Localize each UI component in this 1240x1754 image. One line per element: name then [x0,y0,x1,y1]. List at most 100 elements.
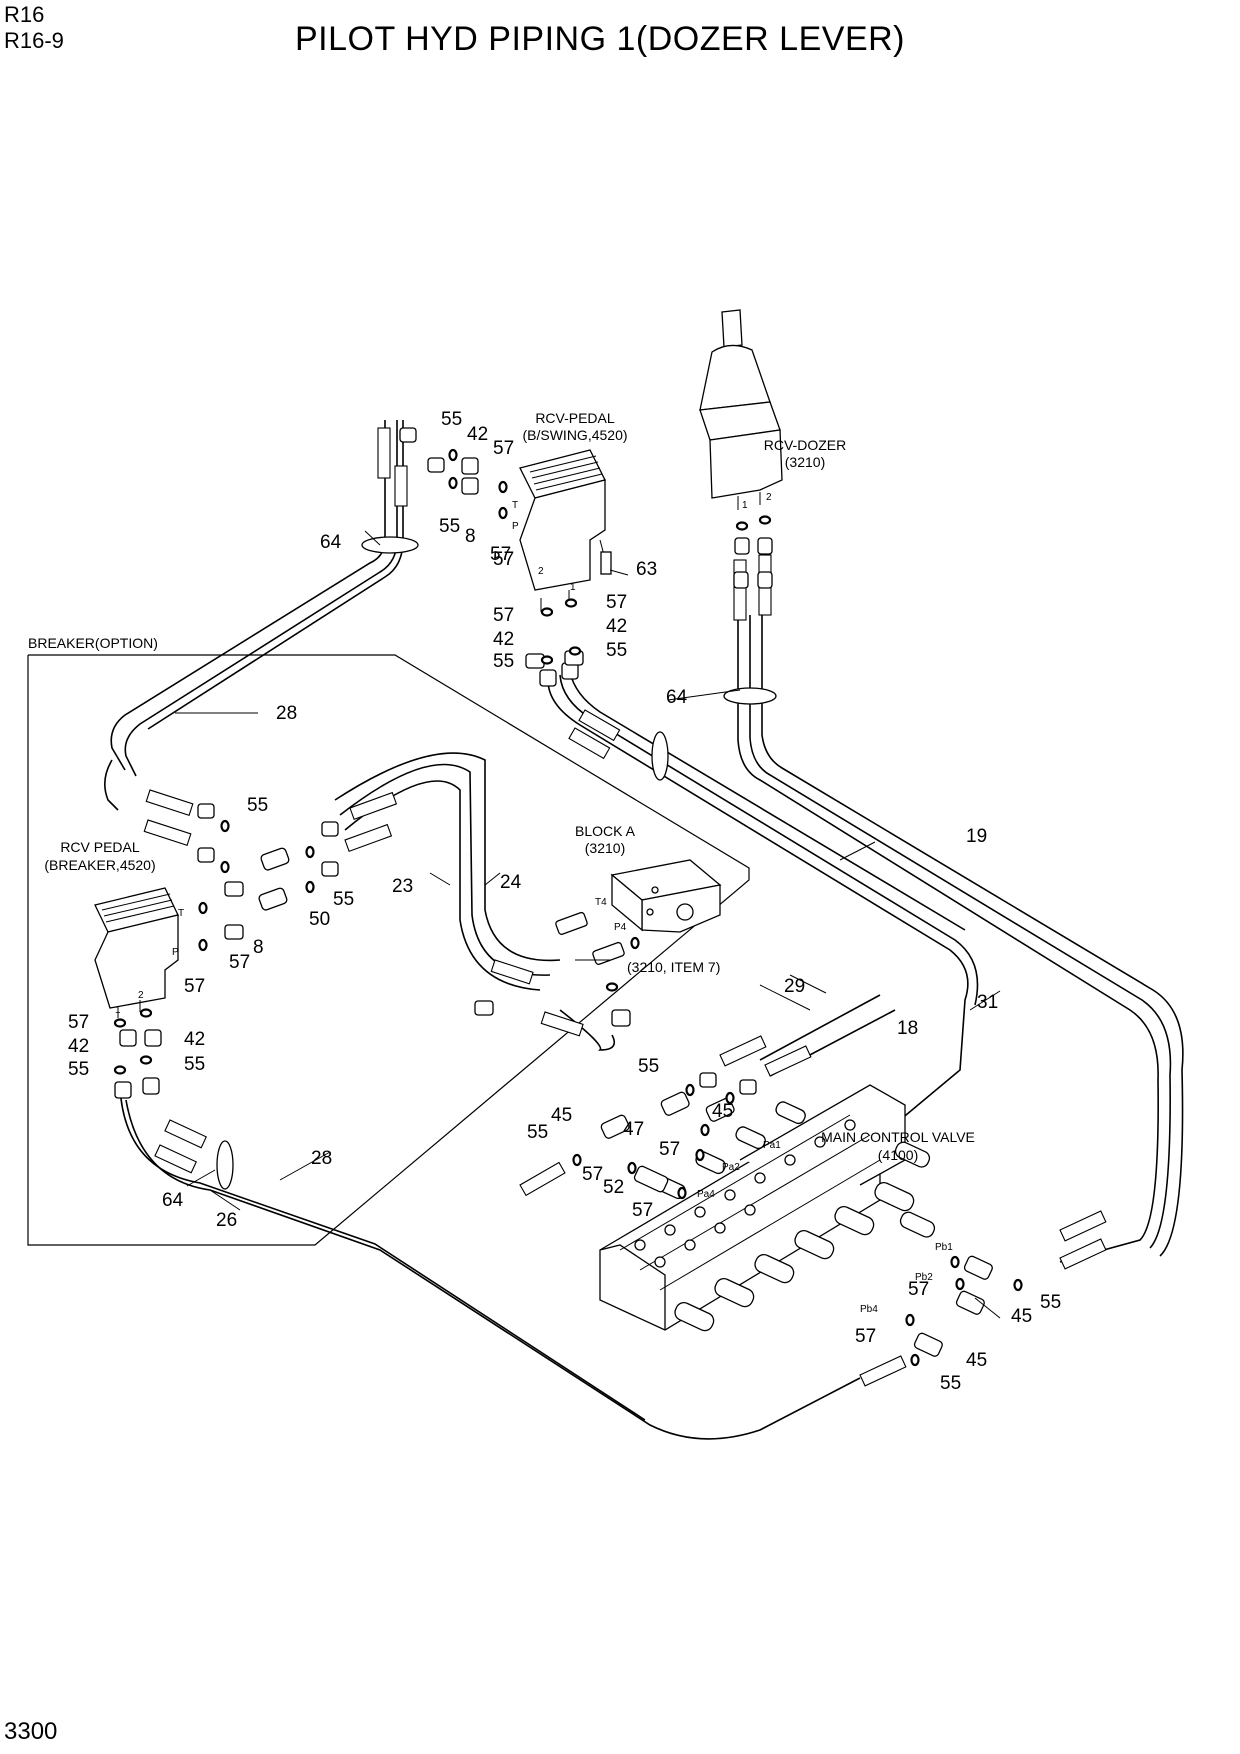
block-a-label: BLOCK A [575,823,636,839]
part-label: 55 [439,516,460,537]
pipes [104,420,1184,1440]
hose-sleeve [859,1355,907,1387]
part-label: 42 [606,616,627,637]
hose-sleeve [490,959,534,985]
part-label: 45 [712,1101,733,1122]
elbow-fittings [119,457,993,1357]
breaker-option-label: BREAKER(OPTION) [28,635,158,651]
part-label: 19 [966,826,987,847]
part-label: 18 [897,1018,918,1039]
part-label: 24 [500,872,522,893]
part-label: 50 [309,909,330,930]
part-label: 57 [229,952,250,973]
port-label: Pb4 [860,1304,878,1315]
part-label: 57 [68,1012,89,1033]
rcv-dozer [699,309,783,510]
part-label: 28 [276,703,297,724]
rcv-pedal-breaker-label: RCV PEDAL [60,839,140,855]
hose-clamps [216,536,777,1190]
port-label: T [512,500,518,511]
part-label: 55 [333,889,354,910]
part-label: 64 [162,1190,184,1211]
port-label: T4 [595,897,607,908]
part-label: 57 [184,976,205,997]
port-label: Pa1 [763,1140,781,1151]
part-label: 45 [966,1350,987,1371]
part-label: 57 [908,1279,929,1300]
part-label: 47 [623,1119,644,1140]
part-label: 8 [253,937,264,958]
hose-fittings [114,427,1107,1387]
part-label: 55 [493,651,514,672]
part-label: 45 [1011,1306,1032,1327]
part-label: 28 [311,1148,332,1169]
hose-sleeve [1059,1238,1107,1270]
rcv-dozer-ref: (3210) [785,454,825,470]
port-label: P [512,521,519,532]
part-label: 57 [659,1139,680,1160]
part-label: 57 [493,605,514,626]
part-label: 57 [493,549,514,570]
part-label: 26 [216,1210,237,1231]
hose-sleeve [540,1011,584,1037]
hose-sleeve [145,789,194,817]
hose-sleeve [143,819,192,847]
rcv-pedal-swing-label: RCV-PEDAL [535,410,615,426]
o-rings [113,448,1023,1367]
part-label: 45 [551,1105,572,1126]
part-label: 57 [855,1326,876,1347]
hose-sleeve [394,465,408,507]
port-label: 1 [742,500,748,511]
main-control-valve-label: MAIN CONTROL VALVE [821,1129,975,1145]
part-label: 57 [606,592,627,613]
hose-sleeve [568,727,611,760]
port-label: Pa4 [697,1189,715,1200]
port-label: 2 [138,990,144,1001]
block-a-ref: (3210) [585,840,625,856]
part-label: 42 [68,1036,89,1057]
hose-sleeve [1059,1210,1107,1242]
model-code: R16 [4,2,45,27]
port-label: Pb2 [915,1272,933,1283]
part-label: 64 [320,532,342,553]
part-label: 42 [184,1029,205,1050]
part-label: 57 [490,544,511,565]
page-number: 3300 [4,1718,58,1745]
port-label: 1 [570,582,576,593]
port-label: P4 [614,922,627,933]
part-label: 55 [441,409,462,430]
block-a-item-note: (3210, ITEM 7) [627,959,720,975]
port-label: P [172,947,179,958]
part-label: 55 [68,1059,89,1080]
part-label: 63 [636,559,657,580]
hose-sleeve [349,791,398,820]
rcv-pedal-breaker-ref: (BREAKER,4520) [44,857,155,873]
port-label: 2 [538,566,544,577]
hose-sleeve [344,823,393,852]
part-label: 55 [247,795,268,816]
part-label: 8 [465,526,476,547]
main-control-valve [599,1084,936,1332]
hose-sleeve [154,1144,197,1174]
hose-sleeve [164,1119,207,1149]
page-title: PILOT HYD PIPING 1(DOZER LEVER) [295,20,906,58]
main-control-valve-ref: (4100) [878,1147,918,1163]
part-label: 42 [493,629,514,650]
block-a [555,859,722,965]
part-label: 57 [582,1164,603,1185]
hose-sleeve [719,1035,767,1067]
part-label: 42 [467,424,488,445]
hose-sleeve [578,709,621,742]
breaker-option-boundary [27,654,750,1246]
part-label: 55 [527,1122,548,1143]
hose-sleeve [377,427,391,479]
port-labels: T P 1 2 T P 1 2 1 2 T4 P4 Pa1 Pa2 Pa4 Pb… [115,492,953,1315]
part-label: 57 [493,438,514,459]
hose-sleeve [519,1161,566,1197]
part-number-callouts: 55 42 57 57 55 8 57 64 63 57 57 42 42 55… [68,409,1061,1394]
part-label: 55 [1040,1292,1061,1313]
part-label: 23 [392,876,413,897]
port-label: Pa2 [722,1162,740,1173]
port-label: T [178,908,184,919]
